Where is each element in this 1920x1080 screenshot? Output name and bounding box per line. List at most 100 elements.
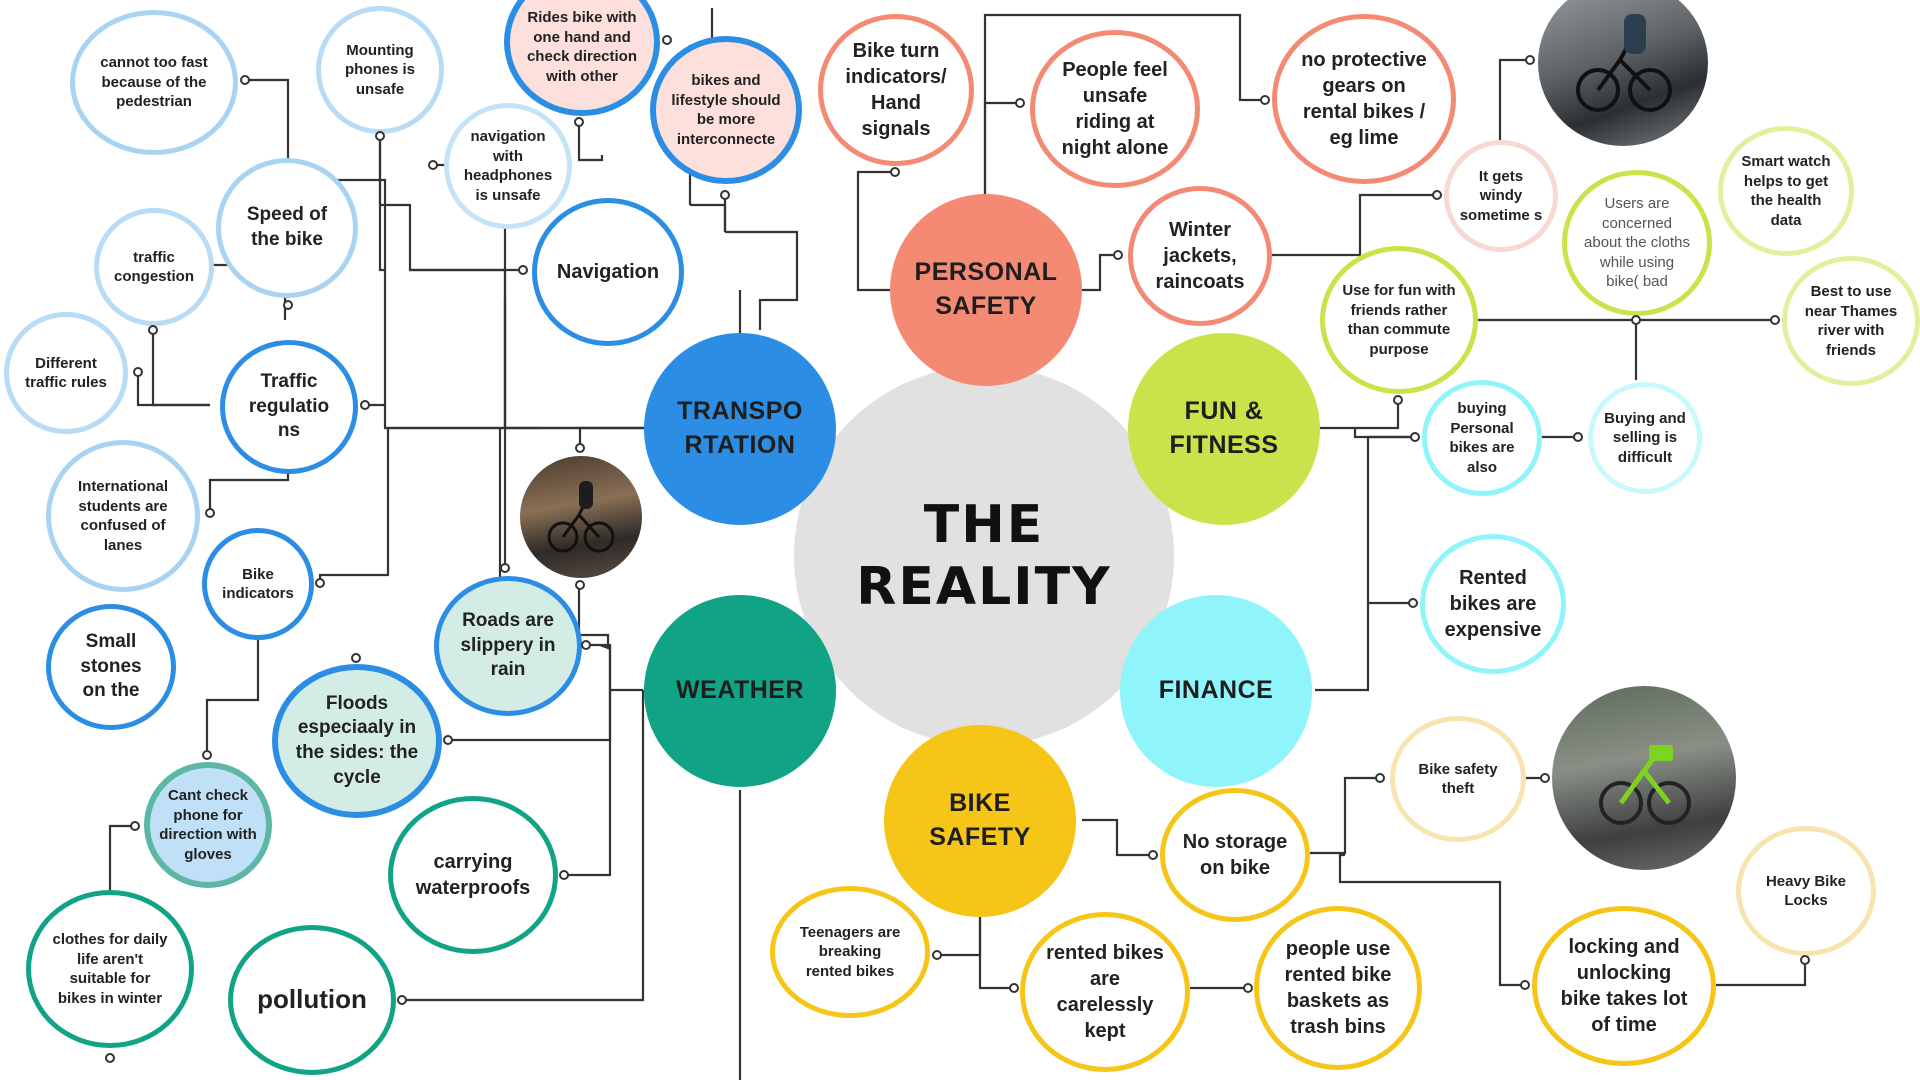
node-clothes-daily-life-text: clothes for daily life aren't suitable f… (52, 931, 168, 1007)
connector-dot (397, 995, 407, 1005)
node-small-stones-text: Small stones on the (80, 630, 142, 702)
node-floods[interactable]: Floods especiaaly in the sides: the cycl… (272, 664, 442, 818)
node-carrying-waterproofs[interactable]: carrying waterproofs (388, 796, 558, 954)
node-bikes-lifestyle-text: bikes and lifestyle should be more inter… (671, 72, 781, 148)
node-buying-selling[interactable]: Buying and selling is difficult (1588, 382, 1702, 494)
node-pollution-text: pollution (257, 984, 367, 1015)
hub-finance[interactable]: FINANCE (1120, 595, 1312, 787)
node-it-gets-windy[interactable]: It gets windy sometime s (1444, 140, 1558, 252)
hub-transportation-label: TRANSPO RTATION (677, 397, 803, 459)
node-different-traffic-rules-text: Different traffic rules (25, 354, 107, 392)
node-rented-expensive-text: Rented bikes are expensive (1444, 567, 1542, 641)
connector (690, 203, 727, 232)
connector-dot (283, 300, 293, 310)
node-winter-jackets[interactable]: Winter jackets, raincoats (1128, 186, 1272, 326)
node-bike-safety-theft[interactable]: Bike safety theft (1390, 716, 1526, 842)
node-traffic-regulations-text: Traffic regulatio ns (248, 370, 330, 442)
connector (378, 136, 385, 272)
hub-bike-safety[interactable]: BIKE SAFETY (884, 725, 1076, 917)
photo-cyclist-street (520, 456, 642, 578)
node-rented-carelessly-text: rented bikes are carelessly kept (1046, 942, 1164, 1042)
lime-bike-icon (1599, 745, 1691, 825)
connector-dot (662, 35, 672, 45)
node-use-for-fun[interactable]: Use for fun with friends rather than com… (1320, 246, 1478, 394)
connector (577, 585, 610, 650)
node-no-protective-gears-text: no protective gears on rental bikes / eg… (1301, 49, 1427, 149)
connector-dot (1113, 250, 1123, 260)
connector-dot (1260, 95, 1270, 105)
node-international-students[interactable]: International students are confused of l… (46, 440, 200, 592)
connector (1082, 253, 1118, 292)
node-buying-personal[interactable]: buying Personal bikes are also (1422, 380, 1542, 496)
node-smart-watch[interactable]: Smart watch helps to get the health data (1718, 126, 1854, 256)
node-rented-expensive[interactable]: Rented bikes are expensive (1420, 534, 1566, 674)
connector-dot (1520, 980, 1530, 990)
connector-dot (575, 580, 585, 590)
hub-weather-label: WEATHER (675, 676, 805, 705)
node-bike-indicators[interactable]: Bike indicators (202, 528, 314, 640)
connector-dot (1243, 983, 1253, 993)
node-users-concerned[interactable]: Users are concerned about the cloths whi… (1562, 170, 1712, 316)
node-bikes-lifestyle[interactable]: bikes and lifestyle should be more inter… (650, 36, 802, 184)
connector-dot (1573, 432, 1583, 442)
hub-weather[interactable]: WEATHER (644, 595, 836, 787)
connector (151, 330, 210, 407)
node-teenagers-breaking-text: Teenagers are breaking rented bikes (799, 923, 901, 980)
node-people-use-baskets[interactable]: people use rented bike baskets as trash … (1254, 906, 1422, 1070)
node-clothes-daily-life[interactable]: clothes for daily life aren't suitable f… (26, 890, 194, 1048)
node-speed-of-bike[interactable]: Speed of the bike (216, 158, 358, 298)
hub-personal-safety[interactable]: PERSONAL SAFETY (890, 194, 1082, 386)
node-people-feel-unsafe[interactable]: People feel unsafe riding at night alone (1030, 30, 1200, 188)
hub-fun-fitness[interactable]: FUN & FITNESS (1128, 333, 1320, 525)
node-navigation[interactable]: Navigation (532, 198, 684, 346)
connector (1353, 428, 1415, 439)
connector (1315, 601, 1413, 692)
node-mounting-phones-text: Mounting phones is unsafe (344, 41, 415, 98)
node-users-concerned-text: Users are concerned about the cloths whi… (1584, 195, 1690, 291)
node-heavy-locks-text: Heavy Bike Locks (1765, 872, 1847, 910)
connector (1272, 193, 1437, 257)
node-traffic-regulations[interactable]: Traffic regulatio ns (220, 340, 358, 474)
connector-dot (428, 160, 438, 170)
center-title: THE REALITY (856, 494, 1112, 617)
connector (409, 268, 507, 428)
connector-dot (890, 167, 900, 177)
node-cant-check-phone[interactable]: Cant check phone for direction with glov… (144, 762, 272, 888)
node-different-traffic-rules[interactable]: Different traffic rules (4, 312, 128, 434)
node-cannot-too-fast[interactable]: cannot too fast because of the pedestria… (70, 10, 238, 155)
connector (1310, 776, 1380, 855)
node-small-stones[interactable]: Small stones on the (46, 604, 176, 730)
hub-transportation[interactable]: TRANSPO RTATION (644, 333, 836, 525)
connector-dot (240, 75, 250, 85)
node-roads-slippery[interactable]: Roads are slippery in rain (434, 576, 582, 716)
connector (108, 824, 135, 890)
node-rented-carelessly[interactable]: rented bikes are carelessly kept (1020, 912, 1190, 1072)
hub-finance-label: FINANCE (1158, 676, 1274, 705)
connector-dot (1015, 98, 1025, 108)
node-navigation-headphones[interactable]: navigation with headphones is unsafe (444, 103, 572, 229)
node-teenagers-breaking[interactable]: Teenagers are breaking rented bikes (770, 886, 930, 1018)
connector (856, 170, 895, 292)
node-smart-watch-text: Smart watch helps to get the health data (1741, 153, 1831, 229)
node-pollution[interactable]: pollution (228, 925, 396, 1075)
node-people-use-baskets-text: people use rented bike baskets as trash … (1284, 938, 1392, 1038)
node-bike-turn-indicators[interactable]: Bike turn indicators/ Hand signals (818, 14, 974, 166)
connector-dot (1009, 983, 1019, 993)
connector-dot (105, 1053, 115, 1063)
connector-dot (932, 950, 942, 960)
node-locking-unlocking[interactable]: locking and unlocking bike takes lot of … (1532, 906, 1716, 1066)
node-rides-bike-one-hand[interactable]: Rides bike with one hand and check direc… (504, 0, 660, 116)
node-best-near-thames[interactable]: Best to use near Thames river with frien… (1782, 256, 1920, 386)
node-no-protective-gears[interactable]: no protective gears on rental bikes / eg… (1272, 14, 1456, 184)
hub-fun-fitness-label: FUN & FITNESS (1169, 397, 1279, 459)
node-traffic-congestion[interactable]: traffic congestion (94, 208, 214, 326)
connector-dot (720, 190, 730, 200)
connector (205, 640, 260, 755)
node-buying-selling-text: Buying and selling is difficult (1604, 409, 1686, 466)
node-no-storage[interactable]: No storage on bike (1160, 788, 1310, 922)
connector (1320, 400, 1400, 430)
node-heavy-locks[interactable]: Heavy Bike Locks (1736, 826, 1876, 956)
center-node: THE REALITY (794, 366, 1174, 746)
node-mounting-phones[interactable]: Mounting phones is unsafe (316, 6, 444, 134)
